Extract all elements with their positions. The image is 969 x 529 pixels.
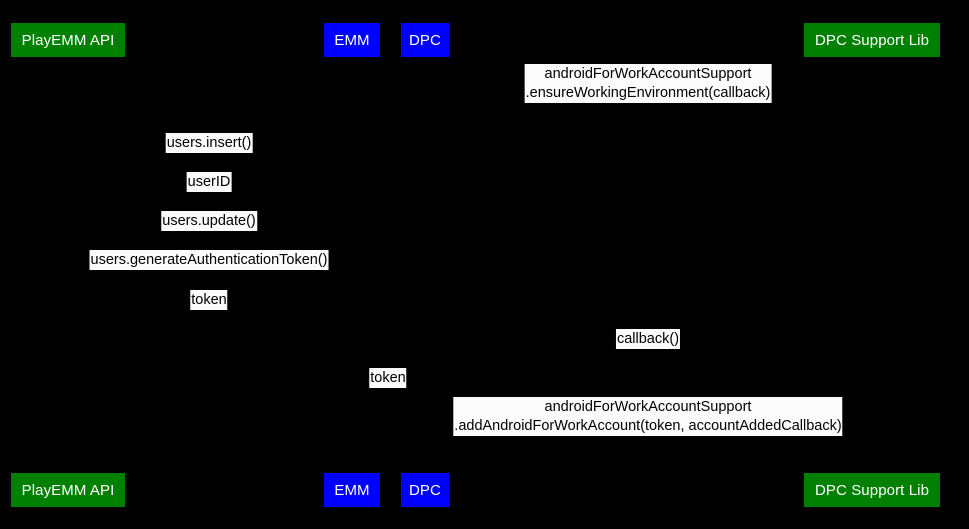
participant-playemm-api-top[interactable]: PlayEMM API <box>11 23 125 57</box>
message-label-msg-4: users.update() <box>161 211 257 231</box>
participant-label: PlayEMM API <box>21 481 115 499</box>
participant-label: DPC Support Lib <box>814 481 930 499</box>
participant-label: DPC <box>409 31 441 49</box>
lifeline-playemm-api <box>68 57 69 473</box>
lifeline-dpc-support-lib <box>872 57 873 473</box>
participant-label: DPC Support Lib <box>814 31 930 49</box>
lifeline-dpc <box>425 57 426 473</box>
message-label-msg-8: token <box>369 368 407 388</box>
message-label-msg-2: users.insert() <box>165 133 253 153</box>
message-label-msg-6: token <box>190 290 228 310</box>
participant-playemm-api-bottom[interactable]: PlayEMM API <box>11 473 125 507</box>
participant-label: EMM <box>334 481 370 499</box>
participant-emm-top[interactable]: EMM <box>324 23 380 57</box>
message-label-msg-7: callback() <box>615 329 681 349</box>
participant-dpc-support-lib-top[interactable]: DPC Support Lib <box>804 23 940 57</box>
message-label-msg-9: androidForWorkAccountSupport .addAndroid… <box>453 397 843 436</box>
message-label-msg-5: users.generateAuthenticationToken() <box>89 250 329 270</box>
participant-label: PlayEMM API <box>21 31 115 49</box>
participant-label: EMM <box>334 31 370 49</box>
participant-dpc-bottom[interactable]: DPC <box>401 473 449 507</box>
participant-emm-bottom[interactable]: EMM <box>324 473 380 507</box>
message-label-msg-1: androidForWorkAccountSupport .ensureWork… <box>524 64 772 103</box>
participant-dpc-top[interactable]: DPC <box>401 23 449 57</box>
lifeline-emm <box>352 57 353 473</box>
message-label-msg-3: userID <box>186 172 232 192</box>
participant-label: DPC <box>409 481 441 499</box>
participant-dpc-support-lib-bottom[interactable]: DPC Support Lib <box>804 473 940 507</box>
